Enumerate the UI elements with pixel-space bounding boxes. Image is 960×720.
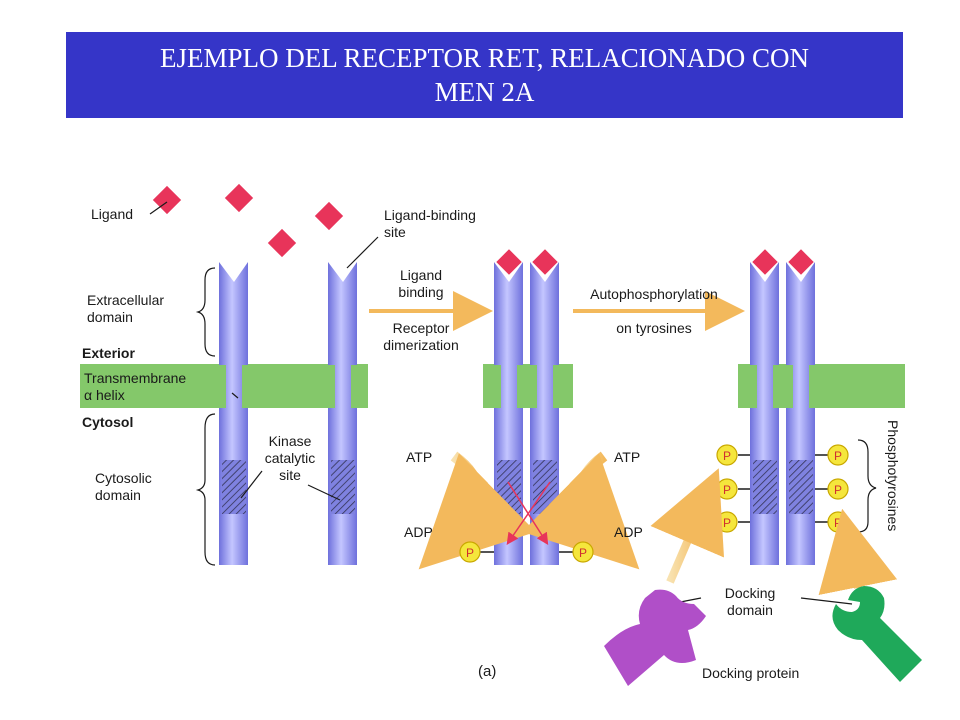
label-docking-domain-1: Docking bbox=[725, 585, 776, 601]
docking-arrow-right bbox=[818, 508, 898, 596]
label-step1-bottom-2: dimerization bbox=[383, 337, 458, 353]
pointer-lines bbox=[149, 201, 877, 605]
free-ligands bbox=[152, 183, 344, 258]
membrane-left bbox=[80, 364, 368, 408]
svg-text:P: P bbox=[834, 483, 842, 497]
label-step2-bottom: on tyrosines bbox=[616, 320, 691, 336]
label-ligand-binding-site-2: site bbox=[384, 224, 406, 240]
label-ligand-binding-site-1: Ligand-binding bbox=[384, 207, 476, 223]
phosphotyrosine-group bbox=[716, 444, 849, 533]
docking-arrow-left bbox=[650, 468, 725, 584]
label-adp-left: ADP bbox=[404, 524, 433, 540]
title-banner: EJEMPLO DEL RECEPTOR RET, RELACIONADO CO… bbox=[66, 32, 903, 118]
label-docking-domain-2: domain bbox=[727, 602, 773, 618]
receptor-dimer-right bbox=[750, 262, 815, 565]
label-cytosolic-2: domain bbox=[95, 487, 141, 503]
title-line-2: MEN 2A bbox=[434, 77, 535, 107]
cross-arrow-1 bbox=[507, 481, 549, 546]
label-extracellular-2: domain bbox=[87, 309, 133, 325]
svg-text:P: P bbox=[723, 449, 731, 463]
bound-ligands bbox=[496, 249, 814, 275]
phosphate-label-2: P bbox=[579, 546, 587, 560]
label-extracellular-1: Extracellular bbox=[87, 292, 164, 308]
receptor-dimer-middle bbox=[494, 262, 559, 565]
label-docking-protein: Docking protein bbox=[702, 665, 799, 681]
svg-text:P: P bbox=[723, 516, 731, 530]
text-labels: Ligand Ligand-binding site Extracellular… bbox=[82, 206, 901, 681]
label-exterior: Exterior bbox=[82, 345, 135, 361]
label-cytosol: Cytosol bbox=[82, 414, 133, 430]
label-cytosolic-1: Cytosolic bbox=[95, 470, 152, 486]
receptor-monomer-1 bbox=[219, 262, 248, 565]
label-ligand: Ligand bbox=[91, 206, 133, 222]
label-kinase-3: site bbox=[279, 467, 301, 483]
atp-arrow-left bbox=[418, 451, 536, 570]
label-step1-top-2: binding bbox=[398, 284, 443, 300]
svg-text:P: P bbox=[834, 449, 842, 463]
atp-arrow-right bbox=[522, 451, 640, 570]
phosphate-label-1: P bbox=[466, 546, 474, 560]
label-kinase-1: Kinase bbox=[269, 433, 312, 449]
label-step2-top: Autophosphorylation bbox=[590, 286, 718, 302]
label-transmembrane-2: α helix bbox=[84, 387, 125, 403]
docking-protein-left bbox=[604, 589, 706, 686]
cross-arrow-2 bbox=[506, 481, 551, 545]
label-phosphotyrosines: Phosphotyrosines bbox=[885, 420, 901, 531]
docking-protein-right bbox=[832, 586, 922, 682]
label-step1-bottom-1: Receptor bbox=[393, 320, 450, 336]
receptor-monomer-2 bbox=[328, 262, 357, 565]
title-line-1: EJEMPLO DEL RECEPTOR RET, RELACIONADO CO… bbox=[159, 43, 809, 73]
label-atp-left: ATP bbox=[406, 449, 432, 465]
label-step1-top-1: Ligand bbox=[400, 267, 442, 283]
label-panel: (a) bbox=[478, 663, 496, 680]
svg-text:P: P bbox=[723, 483, 731, 497]
label-transmembrane-1: Transmembrane bbox=[84, 370, 186, 386]
label-kinase-2: catalytic bbox=[265, 450, 316, 466]
label-atp-right: ATP bbox=[614, 449, 640, 465]
phosphate-group-middle bbox=[459, 541, 594, 563]
membrane-middle bbox=[483, 364, 573, 408]
label-adp-right: ADP bbox=[614, 524, 643, 540]
svg-text:P: P bbox=[834, 516, 842, 530]
